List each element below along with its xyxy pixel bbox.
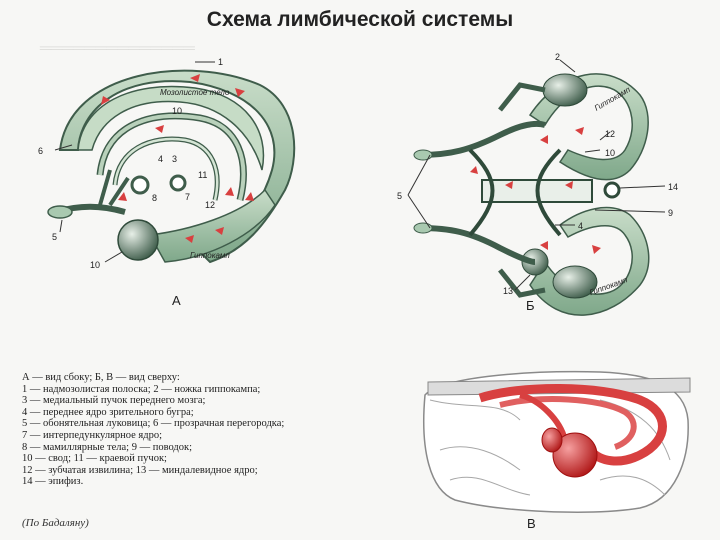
label-b-9: 9 — [668, 208, 673, 218]
label-b-14: 14 — [668, 182, 678, 192]
amygdala-a — [117, 219, 159, 261]
legend-line: А — вид сбоку; Б, В — вид сверху: — [22, 372, 180, 383]
panel-label-c: В — [527, 516, 536, 531]
label-a-12: 12 — [205, 200, 215, 210]
panel-label-a: А — [172, 293, 181, 308]
legend-line: 12 — зубчатая извилина; 13 — миндалевидн… — [22, 464, 258, 476]
red-amygdala — [552, 432, 598, 478]
outer-arch — [58, 69, 296, 264]
legend-line: 3 — медиальный пучок переднего мозга; — [22, 395, 206, 407]
label-a-3: 3 — [172, 154, 177, 164]
label-b-4: 4 — [578, 221, 583, 231]
panel-a-diagram: 1 Мозолистое тело 10 6 4 3 11 7 8 12 5 1… — [38, 57, 296, 308]
legend-line: 10 — свод; 11 — краевой пучок; — [22, 453, 167, 465]
corpus-callosum — [77, 85, 265, 171]
arrows-a — [101, 74, 254, 243]
label-a-11: 11 — [198, 170, 207, 180]
legend-line: 5 — обонятельная луковица; 6 — прозрачна… — [22, 418, 285, 430]
label-a-6: 6 — [38, 146, 43, 156]
label-a-10b: 10 — [90, 260, 100, 270]
legend-line: 8 — мамиллярные тела; 9 — поводок; — [22, 441, 193, 453]
hippocampus-a — [148, 188, 276, 263]
label-b-12: 12 — [605, 129, 615, 139]
label-corpus-callosum: Мозолистое тело — [160, 88, 230, 97]
label-a-1: 1 — [218, 57, 223, 67]
legend-line: 4 — переднее ядро зрительного бугра; — [22, 406, 194, 418]
label-a-5: 5 — [52, 232, 57, 242]
label-a-10: 10 — [172, 106, 182, 116]
legend: А — вид сбоку; Б, В — вид сверху: 1 — на… — [22, 372, 352, 488]
panel-label-b: Б — [526, 298, 535, 313]
label-b-5: 5 — [397, 191, 402, 201]
label-b-2: 2 — [555, 52, 560, 62]
legend-line: 7 — интерпедункулярное ядро; — [22, 429, 163, 441]
background-ghost-text: ‗‗‗‗‗‗‗‗‗‗‗‗‗‗ — [40, 28, 195, 50]
label-a-7: 7 — [185, 192, 190, 202]
legend-line: 1 — надмозолистая полоска; 2 — ножка гип… — [22, 383, 261, 395]
panel-b-diagram: 2 Гиппокамп 12 10 14 9 5 4 13 Гиппокамп … — [397, 52, 678, 316]
label-a-4: 4 — [158, 154, 163, 164]
panel-c-diagram: В — [423, 370, 691, 531]
legend-line: 14 — эпифиз. — [22, 476, 84, 488]
label-b-13: 13 — [503, 286, 513, 296]
label-a-8: 8 — [152, 193, 157, 203]
label-hippocampus-a: Гиппокамп — [190, 251, 230, 260]
page-title: Схема лимбической системы — [206, 8, 514, 31]
red-arch — [478, 384, 667, 466]
credit: (По Бадаляну) — [22, 517, 89, 529]
label-b-10: 10 — [605, 148, 615, 158]
arrows-b — [470, 127, 601, 254]
